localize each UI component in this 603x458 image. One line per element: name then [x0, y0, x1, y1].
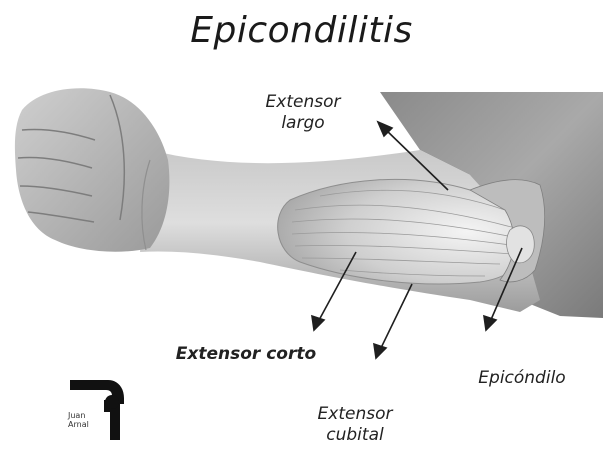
logo-knee-icon	[70, 380, 124, 440]
label-extensor-cubital-line1: Extensor	[300, 404, 410, 425]
label-extensor-cubital: Extensor cubital	[300, 404, 410, 447]
label-extensor-largo-line2: largo	[248, 113, 358, 134]
logo-text: Juan Arnal	[68, 412, 89, 430]
arrow-extensor-corto-head	[312, 316, 324, 330]
logo-line2: Arnal	[68, 421, 89, 430]
epicondyle-bone	[507, 226, 535, 263]
label-extensor-largo-line1: Extensor	[248, 92, 358, 113]
label-extensor-cubital-line2: cubital	[300, 425, 410, 446]
label-extensor-largo: Extensor largo	[248, 92, 358, 135]
arrow-epicondilo-head	[484, 316, 496, 330]
fist	[15, 88, 170, 252]
label-epicondilo: Epicóndilo	[462, 368, 582, 389]
arrow-extensor-cubital-head	[374, 344, 386, 358]
arrow-extensor-cubital	[380, 284, 412, 350]
label-extensor-corto: Extensor corto	[156, 344, 336, 365]
page-title: Epicondilitis	[0, 10, 603, 51]
